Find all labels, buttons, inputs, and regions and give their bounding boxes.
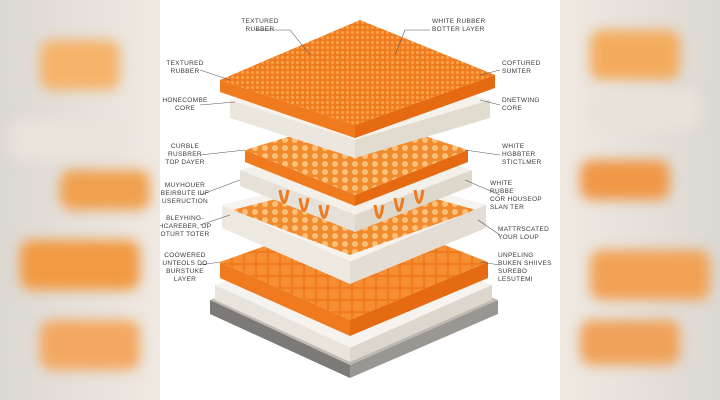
blurred-background-right: [560, 0, 720, 400]
label-right-6: UNPELING BUKEN SHIIVES SUREBO LESUTEMI: [498, 252, 552, 283]
exploded-layer-diagram: [199, 20, 501, 378]
label-right-1: COFTURED SUMTER: [502, 60, 541, 75]
label-left-3: CURBLE RUSBRER TOP DAYER: [165, 143, 205, 166]
label-right-2: DNETWING CORE: [502, 97, 540, 112]
label-right-3: WHITE HGBBTER STICTLMER: [502, 143, 542, 166]
label-right-4: WHITE RUBBE COR HOUSEOP SLAN TER: [490, 180, 543, 211]
label-left-4: MUYHOUER BEIRBUTE IUF USERUCTION: [160, 182, 210, 205]
blurred-background-left: [0, 0, 160, 400]
label-right-5: MATTRSCATED YOUR LOUP: [498, 226, 550, 241]
label-top-right: White RUBBER BOTTER LAYER: [432, 18, 486, 33]
leader-lines: [199, 29, 501, 266]
diagram-panel: TEXTURED RUBBER White RUBBER BOTTER LAYE…: [160, 0, 560, 400]
label-left-6: COOWERED UNTEOLS DO BURSTUKE LAYER: [162, 252, 208, 283]
label-top-left: TEXTURED RUBBER: [241, 18, 279, 33]
label-left-1: TEXTURED RUBBER: [166, 60, 204, 75]
textured-rubber-top: [220, 20, 495, 138]
label-left-2: HONECOMBE CORE: [162, 97, 208, 112]
label-left-5: BLEYHING- HCAREBER, OP OTURT TOTER: [160, 215, 212, 238]
